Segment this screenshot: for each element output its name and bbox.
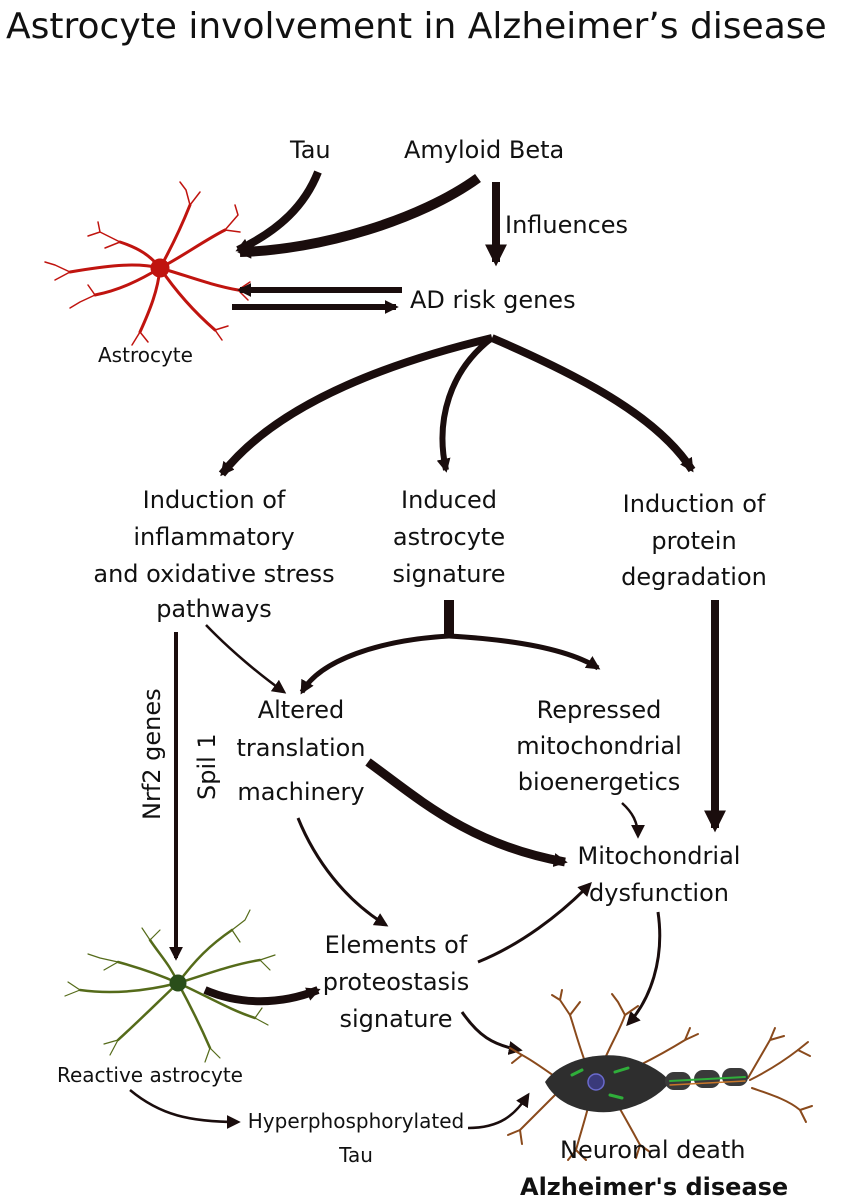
mito-dysfunction-node: Mitochondrial dysfunction bbox=[578, 842, 741, 907]
proteostasis-line-2: proteostasis bbox=[323, 968, 469, 996]
tau-label: Tau bbox=[289, 136, 331, 164]
arrow-reactive-to-proteostasis bbox=[203, 986, 321, 1006]
repressed-line-3: bioenergetics bbox=[518, 768, 681, 796]
arrow-ad-to-induced-signature bbox=[436, 335, 494, 473]
repressed-line-2: mitochondrial bbox=[516, 732, 682, 760]
neuron-icon bbox=[507, 989, 813, 1161]
proteostasis-line-1: Elements of bbox=[325, 931, 468, 959]
amyloid-beta-label: Amyloid Beta bbox=[404, 136, 564, 164]
inflammatory-line-4: pathways bbox=[156, 595, 272, 623]
influences-label: Influences bbox=[505, 211, 628, 239]
inflammatory-line-2: inflammatory bbox=[133, 523, 294, 551]
arrow-signature-to-altered bbox=[299, 633, 450, 695]
inflammatory-line-3: and oxidative stress bbox=[93, 560, 334, 588]
reactive-astrocyte-cell-icon bbox=[64, 909, 276, 1063]
mito-line-1: Mitochondrial bbox=[578, 842, 741, 870]
astrocyte-label: Astrocyte bbox=[98, 343, 193, 367]
astrocyte-cell-icon bbox=[44, 181, 251, 346]
inflammatory-pathways-node: Induction of inflammatory and oxidative … bbox=[93, 486, 334, 623]
protein-degradation-node: Induction of protein degradation bbox=[621, 490, 767, 591]
arrow-proteostasis-to-mito bbox=[477, 881, 592, 964]
arrow-reactive-to-hyperphos-tau bbox=[129, 1089, 241, 1129]
induced-line-3: signature bbox=[392, 560, 505, 588]
arrow-altered-to-proteostasis bbox=[296, 817, 389, 927]
mito-line-2: dysfunction bbox=[589, 879, 729, 907]
arrow-hyperphos-to-neuron bbox=[467, 1092, 530, 1130]
neuronal-death-label: Neuronal death bbox=[560, 1136, 746, 1164]
arrow-proteostasis-to-neuron bbox=[460, 1011, 523, 1055]
proteostasis-node: Elements of proteostasis signature bbox=[323, 931, 469, 1033]
reactive-astrocyte-label: Reactive astrocyte bbox=[57, 1063, 243, 1087]
induced-line-1: Induced bbox=[401, 486, 497, 514]
arrow-ad-to-inflammatory bbox=[218, 334, 493, 477]
arrow-repressed-to-mito bbox=[621, 802, 645, 839]
diagram-title: Astrocyte involvement in Alzheimer’s dis… bbox=[6, 6, 827, 47]
altered-line-3: machinery bbox=[237, 778, 364, 806]
proteostasis-line-3: signature bbox=[339, 1005, 452, 1033]
induced-signature-node: Induced astrocyte signature bbox=[392, 486, 505, 588]
induced-line-2: astrocyte bbox=[393, 523, 505, 551]
inflammatory-line-1: Induction of bbox=[143, 486, 286, 514]
altered-translation-node: Altered translation machinery bbox=[236, 696, 365, 806]
ad-risk-genes-label: AD risk genes bbox=[410, 286, 576, 314]
hyperphos-line-1: Hyperphosphorylated bbox=[248, 1109, 464, 1133]
arrow-ad-to-protein-degradation bbox=[490, 334, 696, 473]
repressed-mito-node: Repressed mitochondrial bioenergetics bbox=[516, 696, 682, 796]
alzheimers-disease-label: Alzheimer's disease bbox=[520, 1173, 788, 1201]
arrow-tau-to-astrocyte bbox=[235, 170, 322, 254]
protein-line-2: protein bbox=[651, 527, 736, 555]
altered-line-1: Altered bbox=[258, 696, 345, 724]
arrow-mito-to-neuron bbox=[626, 911, 662, 1027]
protein-line-1: Induction of bbox=[623, 490, 766, 518]
arrow-inflammatory-to-altered bbox=[205, 624, 287, 694]
hyperphos-line-2: Tau bbox=[338, 1143, 373, 1167]
arrow-altered-to-mito bbox=[365, 758, 568, 867]
repressed-line-1: Repressed bbox=[537, 696, 662, 724]
nrf2-genes-label: Nrf2 genes bbox=[138, 688, 166, 820]
protein-line-3: degradation bbox=[621, 563, 767, 591]
arrow-signature-to-repressed bbox=[448, 633, 601, 671]
spil1-label: Spil 1 bbox=[193, 733, 221, 800]
arrow-amyloid-to-astrocyte bbox=[237, 173, 481, 259]
hyperphos-tau-node: Hyperphosphorylated Tau bbox=[248, 1109, 464, 1167]
altered-line-2: translation bbox=[236, 734, 365, 762]
